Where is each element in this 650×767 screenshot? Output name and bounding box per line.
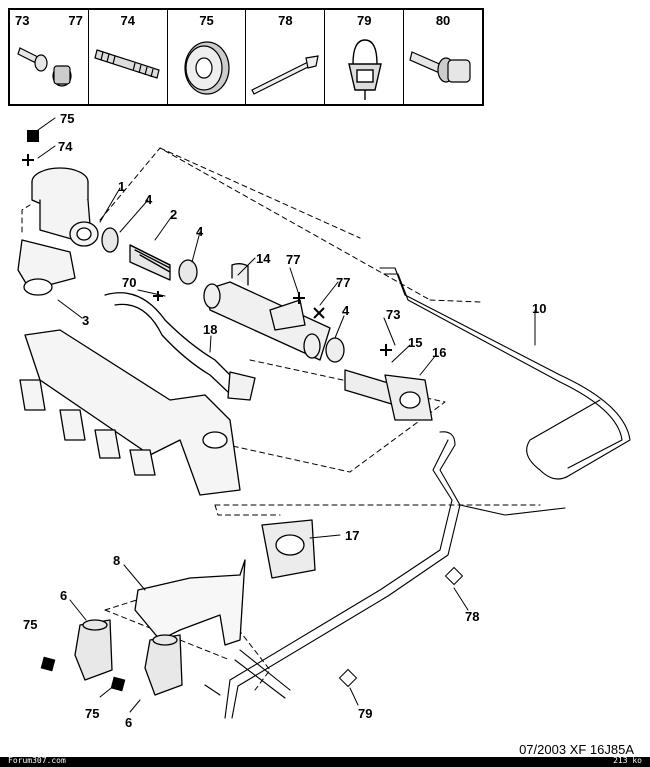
clip-icon: [348, 39, 383, 100]
hoses-row: [101, 227, 198, 285]
footer-site: Forum307.com: [8, 756, 66, 765]
callout-label: 4: [342, 303, 350, 318]
callout-label: 75: [23, 617, 38, 632]
callout-label: 1: [118, 179, 126, 194]
footer-size: 213 ko: [613, 756, 642, 765]
fastener-markers: [27, 130, 126, 692]
legend-number: 74: [120, 13, 135, 28]
legend-number: 79: [356, 13, 372, 28]
bracket: [134, 559, 246, 646]
callout-label: 75: [85, 706, 100, 721]
callout-label: 73: [386, 307, 401, 322]
stud-icon: [94, 49, 160, 79]
flex-hose: [104, 292, 256, 401]
callout-label: 78: [465, 609, 480, 624]
callout-label: 2: [170, 207, 178, 222]
parts-legend-table: 73 77 74 75 7: [8, 8, 484, 106]
cross-markers: [22, 154, 392, 356]
callout-label: 15: [408, 335, 423, 350]
solenoid-valves: [74, 619, 183, 696]
legend-number: 80: [435, 13, 451, 28]
callout-label: 77: [336, 275, 351, 290]
legend-number: 73: [15, 13, 30, 28]
callout-label: 6: [125, 715, 133, 730]
flange-bolt-icon: [409, 51, 471, 83]
legend-cell-75: 75: [168, 10, 247, 104]
cable-tie-markers: [338, 566, 464, 688]
callout-label: 10: [532, 301, 547, 316]
legend-cell-74: 74: [89, 10, 168, 104]
callout-label: 6: [60, 588, 68, 603]
legend-number: 77: [68, 13, 83, 28]
bolt-with-nut-icon: [17, 47, 72, 87]
callout-label: 3: [82, 313, 90, 328]
legend-cell-80: 80: [404, 10, 482, 104]
drawing-reference-code: 07/2003 XF 16J85A: [519, 742, 634, 757]
legend-cell-78: 78: [246, 10, 326, 104]
callout-label: 16: [432, 345, 447, 360]
callout-label: 8: [113, 553, 121, 568]
cable-tie-icon: [251, 55, 320, 95]
callout-label: 77: [286, 252, 301, 267]
callout-label: 14: [256, 251, 271, 266]
callout-label: 4: [145, 192, 153, 207]
intake-manifold: [19, 329, 241, 496]
callout-label: 75: [60, 111, 75, 126]
callout-label: 74: [58, 139, 73, 154]
throttle-body: [261, 519, 316, 579]
legend-number: 75: [199, 13, 214, 28]
callout-label: 18: [203, 322, 218, 337]
footer-bar: Forum307.com 213 ko: [0, 756, 650, 767]
callout-label: 4: [196, 224, 204, 239]
callout-label: 79: [358, 706, 373, 721]
outlet-pipe: [325, 337, 433, 421]
vacuum-pipe: [204, 267, 631, 719]
callout-label: 70: [122, 275, 137, 290]
legend-number: 78: [278, 13, 293, 28]
legend-cell-73-77: 73 77: [10, 10, 89, 104]
egr-valve: [17, 167, 99, 296]
leader-lines: [37, 117, 536, 713]
callout-label: 17: [345, 528, 360, 543]
washer-icon: [184, 41, 230, 95]
egr-cooler: [203, 263, 331, 361]
legend-cell-79: 79: [325, 10, 405, 104]
